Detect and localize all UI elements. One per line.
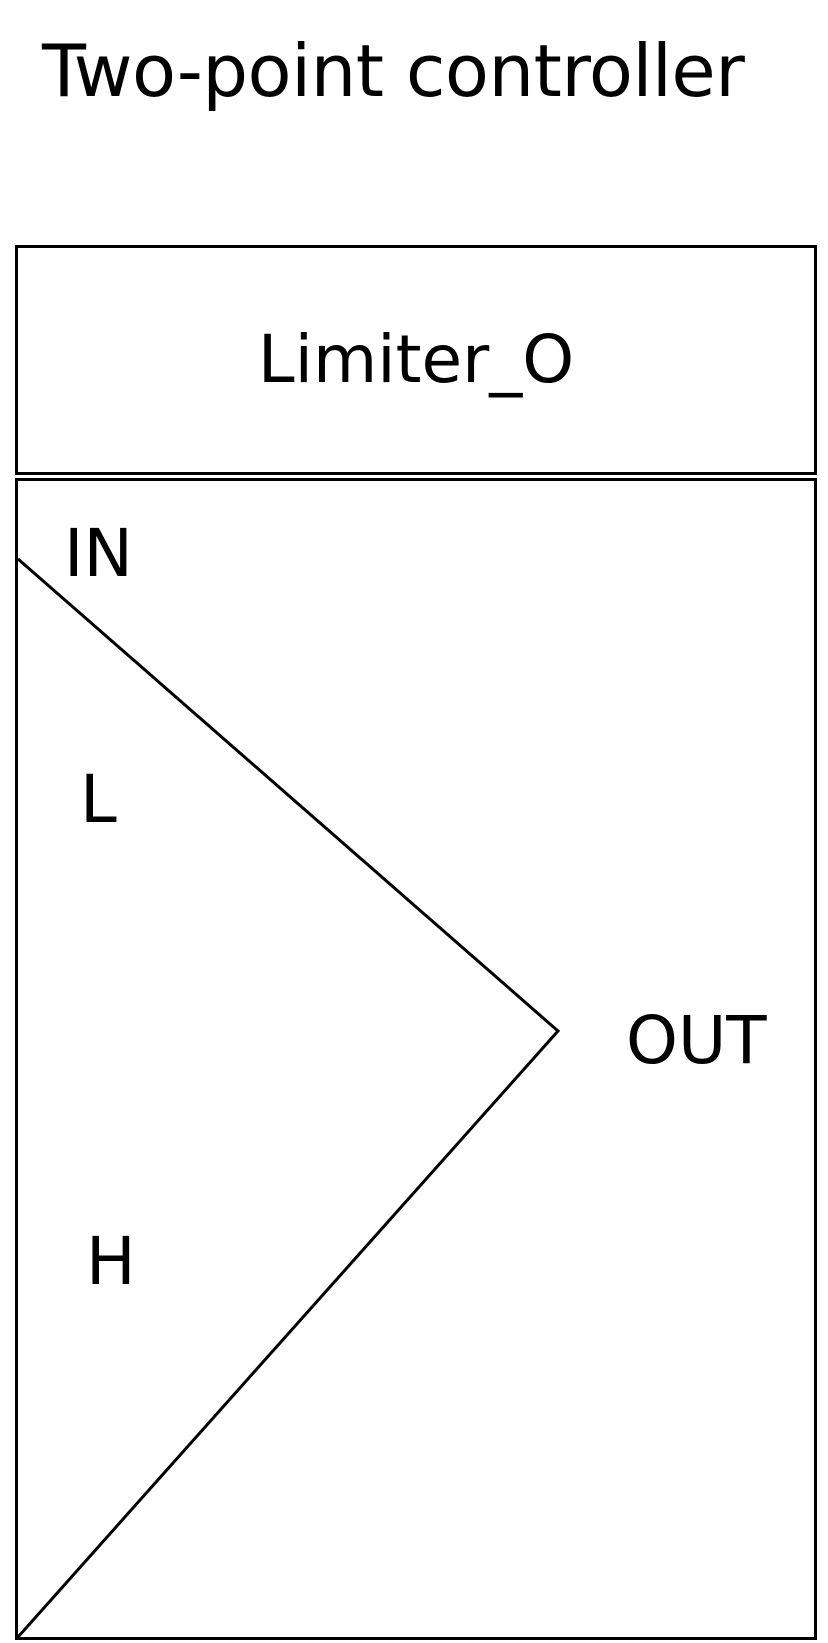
diagram-title: Two-point controller: [42, 29, 745, 113]
function-block-body: IN L H OUT: [15, 478, 817, 1640]
port-label-out: OUT: [626, 1002, 767, 1079]
port-label-in: IN: [64, 515, 133, 592]
limiter-symbol: [18, 557, 561, 1637]
limiter-chevron-line: [18, 557, 561, 1637]
block-name: Limiter_O: [257, 321, 575, 398]
port-label-l: L: [80, 761, 117, 838]
function-block-header: Limiter_O: [15, 245, 817, 475]
port-label-h: H: [86, 1223, 136, 1300]
